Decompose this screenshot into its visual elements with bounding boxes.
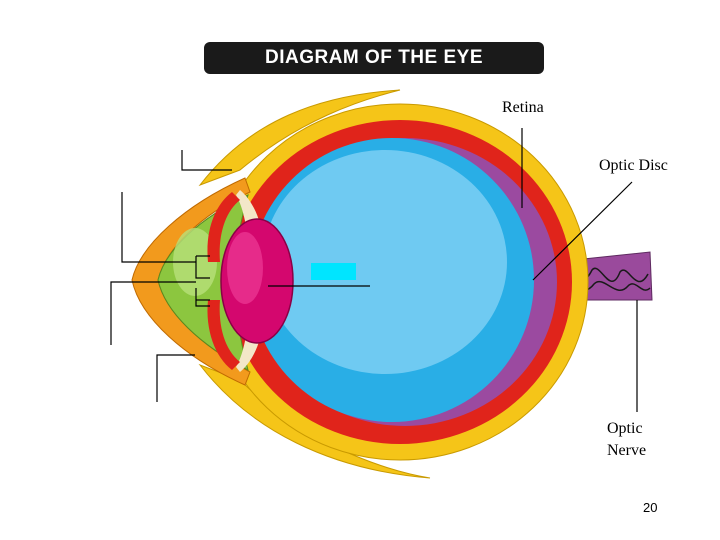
leader-bottom-left xyxy=(156,354,195,402)
leader-bracket-lower xyxy=(195,288,210,307)
leader-cornea xyxy=(110,281,196,345)
label-optic-nerve-line2: Nerve xyxy=(607,442,647,459)
vitreous-highlight xyxy=(263,150,507,374)
upper-eyelid xyxy=(198,89,401,187)
label-optic-nerve: Optic Nerve xyxy=(607,418,677,462)
lens-highlight xyxy=(227,232,263,304)
leader-top-left xyxy=(181,150,232,171)
label-optic-nerve-line1: Optic xyxy=(607,420,643,437)
leader-iris xyxy=(121,192,196,263)
label-retina: Retina xyxy=(502,99,544,116)
title-banner: DIAGRAM OF THE EYE xyxy=(204,42,544,74)
iris-lower xyxy=(207,300,240,370)
diagram-title: DIAGRAM OF THE EYE xyxy=(264,47,483,68)
leader-optic-disc xyxy=(532,181,633,281)
label-optic-disc: Optic Disc xyxy=(599,157,668,174)
iris-upper xyxy=(207,192,240,262)
page-number: 20 xyxy=(643,500,658,515)
blank-label-box xyxy=(311,263,356,280)
leader-bracket-upper xyxy=(195,256,210,279)
